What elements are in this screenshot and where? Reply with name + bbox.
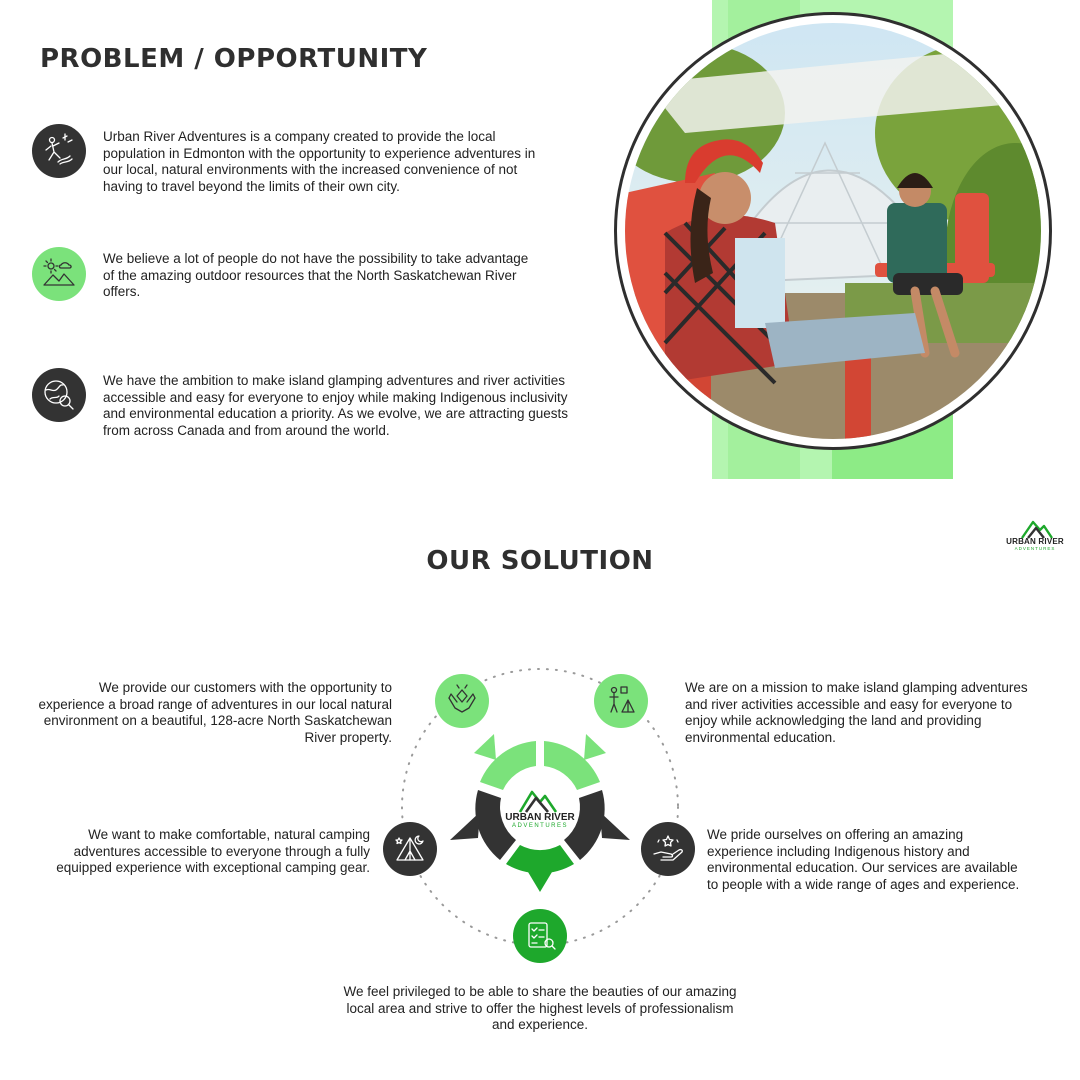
brand-logo-small: URBAN RIVER ADVENTURES (1000, 516, 1070, 552)
solution-text-2: We are on a mission to make island glamp… (685, 680, 1028, 745)
solution-text-4: We pride ourselves on offering an amazin… (707, 827, 1020, 892)
arrow-left-icon (450, 812, 480, 840)
solution-title: OUR SOLUTION (426, 546, 654, 576)
brand-name-small: URBAN RIVER (1006, 537, 1064, 546)
checklist-icon (513, 909, 567, 963)
problem-title: PROBLEM / OPPORTUNITY (40, 44, 428, 74)
arrow-down-icon (528, 872, 552, 892)
brand-name-center: URBAN RIVER (505, 812, 575, 823)
globe-search-icon (32, 368, 86, 422)
solution-text-1: We provide our customers with the opport… (38, 680, 392, 745)
brand-sub-center: ADVENTURES (511, 823, 568, 829)
problem-text-1: Urban River Adventures is a company crea… (103, 129, 536, 194)
tent-night-icon (383, 822, 437, 876)
hands-care-icon (435, 674, 489, 728)
glamping-photo (625, 23, 1041, 439)
hand-stars-icon (641, 822, 695, 876)
camping-guide-icon (594, 674, 648, 728)
problem-text-2: We believe a lot of people do not have t… (103, 251, 529, 299)
solution-text-5: We feel privileged to be able to share t… (343, 984, 737, 1032)
mountain-logo-icon (1021, 520, 1053, 539)
solution-text-3: We want to make comfortable, natural cam… (56, 827, 370, 875)
outdoor-landscape-icon (32, 247, 86, 301)
adventure-icon (32, 124, 86, 178)
arrow-up-right-icon (584, 734, 606, 760)
brand-sub-small: ADVENTURES (1014, 546, 1056, 551)
problem-text-3: We have the ambition to make island glam… (103, 373, 569, 438)
arrow-up-left-icon (474, 734, 496, 760)
arrow-right-icon (600, 812, 630, 840)
